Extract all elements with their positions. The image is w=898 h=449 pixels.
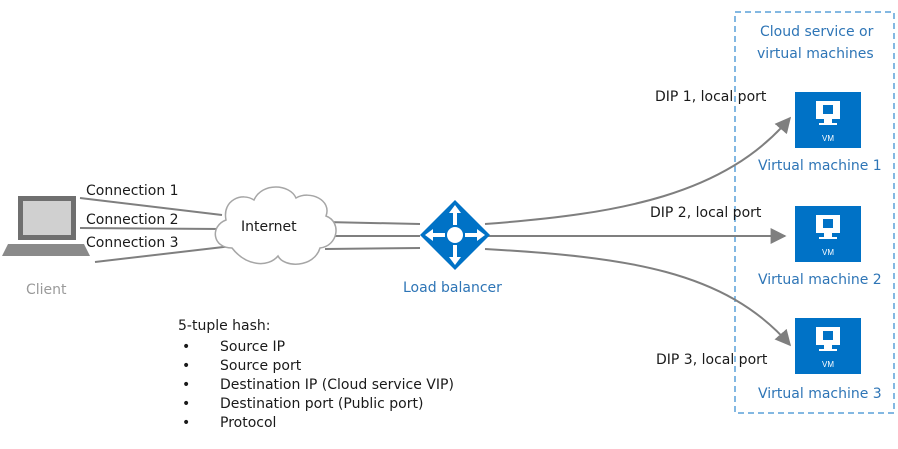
hash-item-text: Protocol [220, 415, 277, 431]
hash-list-item: • Destination port (Public port) [178, 396, 454, 415]
bullet-icon: • [182, 339, 191, 355]
hash-list-title: 5-tuple hash: [178, 318, 271, 334]
bullet-icon: • [182, 415, 191, 431]
bullet-icon: • [182, 377, 191, 393]
laptop-icon [2, 196, 90, 256]
internet-to-lb-line-1 [324, 221, 421, 225]
connection-line-1 [79, 197, 223, 216]
dip-label-2: DIP 2, local port [650, 205, 762, 221]
hash-list: 5-tuple hash: • Source IP • Source port • D… [178, 318, 454, 434]
virtual-machine-icon-1: VM [795, 92, 861, 148]
connection-line-2 [79, 227, 223, 230]
hash-list-item: • Source IP [178, 339, 454, 358]
dip-label-3: DIP 3, local port [656, 352, 768, 368]
vm3-badge: VM [822, 360, 834, 369]
internet-label: Internet [241, 219, 297, 235]
bullet-icon: • [182, 396, 191, 412]
client-label: Client [26, 282, 67, 298]
connection-label-3: Connection 3 [86, 235, 179, 251]
vm2-badge: VM [822, 248, 834, 257]
internet-to-lb-line-3 [324, 247, 421, 250]
vm-label-2: Virtual machine 2 [758, 272, 882, 288]
connection-label-2: Connection 2 [86, 212, 179, 228]
load-balancer-label: Load balancer [403, 280, 502, 296]
hash-item-text: Destination IP (Cloud service VIP) [220, 377, 454, 393]
vm-label-3: Virtual machine 3 [758, 386, 882, 402]
dip-label-1: DIP 1, local port [655, 89, 767, 105]
vm-label-1: Virtual machine 1 [758, 158, 882, 174]
virtual-machine-icon-3: VM [795, 318, 861, 374]
virtual-machine-icon-2: VM [795, 206, 861, 262]
hash-item-text: Source port [220, 358, 302, 374]
cloud-icon [214, 186, 337, 265]
cloud-group-title-line2: virtual machines [757, 46, 874, 62]
hash-list-item: • Destination IP (Cloud service VIP) [178, 377, 454, 396]
vm1-badge: VM [822, 134, 834, 143]
connection-label-1: Connection 1 [86, 183, 179, 199]
cloud-group-title-line1: Cloud service or [760, 24, 874, 40]
hash-list-item: • Source port [178, 358, 454, 377]
lb-to-vm1-arrow [484, 116, 792, 225]
hash-item-text: Destination port (Public port) [220, 396, 424, 412]
hash-list-item: • Protocol [178, 415, 454, 434]
hash-item-text: Source IP [220, 339, 286, 355]
lb-to-vm3-arrow [484, 248, 792, 347]
connection-line-3 [94, 245, 233, 263]
load-balancer-icon [420, 200, 490, 270]
bullet-icon: • [182, 358, 191, 374]
